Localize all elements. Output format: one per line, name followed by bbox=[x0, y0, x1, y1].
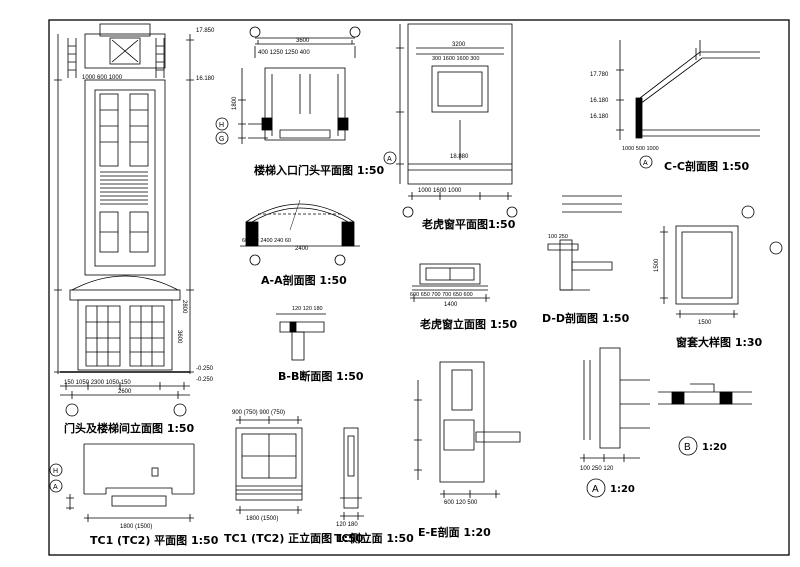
plan-dim-top: 400 1250 1250 400 bbox=[258, 50, 310, 56]
plan-dim-3600: 3600 bbox=[296, 38, 310, 44]
elevation-drawing bbox=[54, 23, 194, 399]
tc-side-title: TC侧立面 1:50 bbox=[334, 531, 414, 545]
cc-dim-bottom: 1000 500 1000 bbox=[622, 146, 659, 152]
detail-a-drawing bbox=[580, 347, 650, 462]
dormer-dim-top: 3200 bbox=[452, 42, 466, 48]
tc-plan-title: TC1 (TC2) 平面图 1:50 bbox=[90, 534, 219, 547]
elev-dim-neg: -0.250 bbox=[196, 366, 214, 372]
aa-col-left bbox=[249, 254, 261, 266]
plan-col-left bbox=[249, 26, 261, 38]
plan-col-right bbox=[349, 26, 361, 38]
sheet-border bbox=[48, 19, 790, 556]
bubble-h bbox=[215, 117, 229, 131]
cc-dim-left: 17.780 bbox=[590, 72, 609, 78]
tc-front-drawing bbox=[235, 416, 303, 514]
elev-dim-top: 1000 600 1000 bbox=[82, 75, 123, 81]
aa-col-right bbox=[334, 254, 346, 266]
aa-dim-1900: 2400 bbox=[295, 246, 309, 252]
section-bb-drawing bbox=[276, 313, 326, 361]
dormer-dim-total: 18.880 bbox=[450, 154, 469, 160]
section-cc-drawing bbox=[616, 40, 760, 140]
elev-dim-neg2: -0.250 bbox=[196, 377, 214, 383]
tc-plan-drawing bbox=[66, 443, 195, 522]
tc-front-bottom: 1800 (1500) bbox=[246, 516, 278, 522]
dormer-col-left bbox=[402, 206, 414, 218]
tc-bubble-a bbox=[49, 479, 63, 493]
dormer-dim-sub: 300 1600 1600 300 bbox=[432, 56, 479, 62]
axis-bubble-a bbox=[65, 403, 79, 417]
section-ee-title: E-E剖面 1:20 bbox=[418, 525, 491, 539]
cc-bubble-a-label: A bbox=[643, 160, 648, 167]
detail-a-bubble bbox=[586, 478, 606, 498]
sill-dim-h: 1500 bbox=[654, 258, 660, 272]
sill-dim-1500: 1500 bbox=[698, 320, 712, 326]
section-dd-drawing bbox=[547, 195, 622, 291]
elev-dim-right2: 16.180 bbox=[196, 76, 215, 82]
cc-dim-left3: 16.180 bbox=[590, 114, 609, 120]
section-aa-title: A-A剖面图 1:50 bbox=[261, 273, 347, 287]
cc-dim-left2: 16.180 bbox=[590, 98, 609, 104]
detail-b-scale: 1:20 bbox=[702, 442, 727, 453]
elev-dim-3600: 3600 bbox=[176, 330, 182, 344]
section-cc-title: C-C剖面图 1:50 bbox=[664, 159, 749, 173]
bubble-h-label: H bbox=[219, 122, 224, 129]
cc-bubble-a bbox=[639, 155, 653, 169]
ee-dim-bottom: 600 120 500 bbox=[444, 500, 478, 506]
window-sill-drawing bbox=[660, 225, 739, 318]
tc-bubble-a-label: A bbox=[53, 484, 58, 491]
plan-dim-1800: 1800 bbox=[232, 96, 238, 110]
tc-front-top: 900 (750) 900 (750) bbox=[232, 410, 285, 416]
elevation-title: 门头及楼梯间立面图 1:50 bbox=[64, 421, 195, 435]
dormer-elev-total: 1400 bbox=[444, 302, 458, 308]
window-sill-title: 窗套大样图 1:30 bbox=[676, 335, 763, 349]
detail-b-bubble-label: B bbox=[684, 442, 691, 453]
sill-bubble-a bbox=[741, 205, 755, 219]
tc-side-dims: 120 180 bbox=[336, 522, 358, 528]
tc-side-drawing bbox=[340, 427, 364, 520]
elev-dim-right: 17.850 bbox=[196, 28, 215, 34]
detail-strip-drawing bbox=[658, 383, 752, 405]
tc-front-title: TC1 (TC2) 正立面图 1:50 bbox=[224, 531, 364, 545]
section-ee-drawing bbox=[414, 361, 521, 498]
tc-bubble-h bbox=[49, 463, 63, 477]
dormer-col-right bbox=[506, 206, 518, 218]
dd-dims: 100 250 bbox=[548, 234, 568, 240]
detail-b-bubble bbox=[678, 436, 698, 456]
dormer-plan-title: 老虎窗平面图1:50 bbox=[421, 217, 516, 231]
section-bb-title: B-B断面图 1:50 bbox=[278, 369, 364, 383]
bubble-g-label: G bbox=[219, 136, 224, 143]
dormer-elevation-title: 老虎窗立面图 1:50 bbox=[419, 317, 518, 331]
dormer-bubble-a bbox=[383, 151, 397, 165]
detail-a-bubble-label: A bbox=[592, 484, 599, 495]
section-aa-drawing bbox=[240, 199, 360, 247]
elev-dim-2600: 2600 bbox=[118, 389, 132, 395]
dormer-elev-dims: 600 650 700 700 650 600 bbox=[410, 292, 473, 298]
dormer-elevation-drawing bbox=[410, 263, 490, 302]
stair-plan-title: 楼梯入口门头平面图 1:50 bbox=[254, 163, 385, 177]
dormer-dim-bottom: 1000 1600 1000 bbox=[418, 188, 462, 194]
bubble-g bbox=[215, 131, 229, 145]
axis-bubble-b bbox=[173, 403, 187, 417]
stair-plan-drawing bbox=[238, 37, 356, 144]
elev-dim-bottom: 150 1050 2300 1050 150 bbox=[64, 380, 131, 386]
detail-a-scale: 1:20 bbox=[610, 484, 635, 495]
elev-dim-2800: 2800 bbox=[181, 300, 187, 314]
dormer-plan-drawing bbox=[396, 23, 513, 200]
aa-dims: 60 240 2400 240 60 bbox=[242, 238, 291, 244]
tc-bubble-h-label: H bbox=[53, 468, 58, 475]
sill-bubble-b bbox=[769, 241, 783, 255]
detail-a-dims: 100 250 120 bbox=[580, 466, 614, 472]
section-dd-title: D-D剖面图 1:50 bbox=[542, 311, 630, 325]
bb-dims: 120 120 180 bbox=[292, 306, 323, 312]
tc-plan-dims: 1800 (1500) bbox=[120, 524, 152, 530]
dormer-bubble-a-label: A bbox=[387, 156, 392, 163]
